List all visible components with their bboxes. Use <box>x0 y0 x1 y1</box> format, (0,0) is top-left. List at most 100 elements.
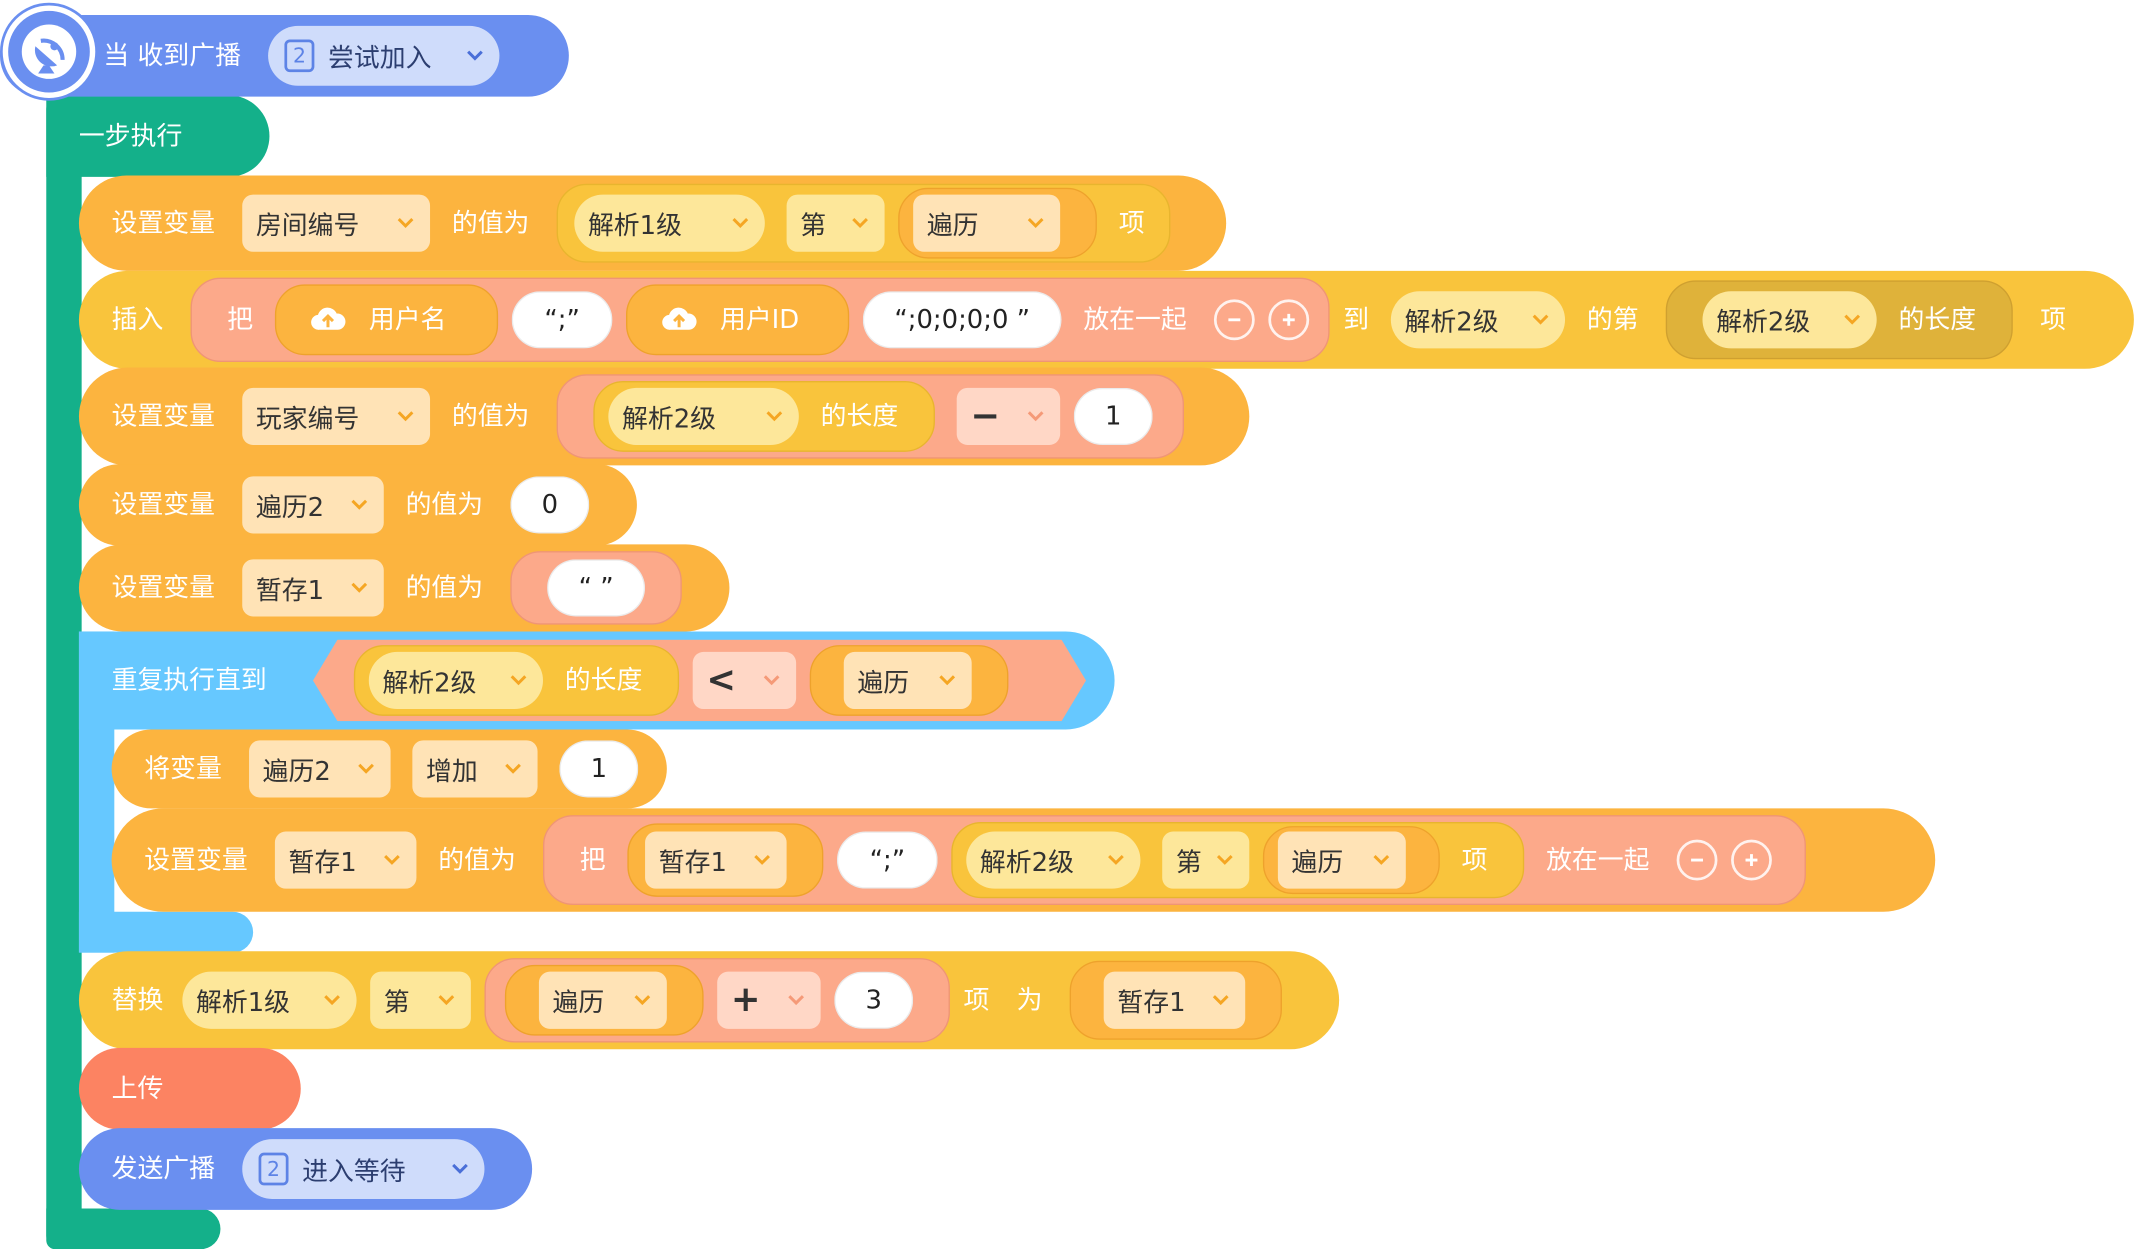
index-variable-select[interactable]: 遍历 <box>1277 831 1406 889</box>
chevron-down-icon <box>397 411 414 422</box>
variable-reporter[interactable]: 遍历 <box>504 964 704 1036</box>
number-input[interactable]: 3 <box>834 971 914 1029</box>
step-block-spine[interactable] <box>46 95 82 1247</box>
length-list-select[interactable]: 解析2级 <box>1702 291 1877 349</box>
plus-circle-icon[interactable] <box>1731 839 1772 881</box>
variable-reporter[interactable]: 遍历 <box>809 645 1009 716</box>
replace-list-select[interactable]: 解析1级 <box>182 971 357 1029</box>
insert-list-block[interactable]: 插入 把 用户名 “;” 用户ID “;0;0;0;0 ” 放在一起 到 解析2… <box>78 270 2134 369</box>
nth-select[interactable]: 第 <box>370 971 471 1029</box>
room-variable-select[interactable]: 房间编号 <box>242 194 431 252</box>
broadcast-select[interactable]: 2 进入等待 <box>242 1139 485 1199</box>
compare-operator-value: < <box>706 660 736 701</box>
length-list-select[interactable]: 解析2级 <box>608 387 799 446</box>
player-variable-select[interactable]: 玩家编号 <box>242 387 431 446</box>
cloud-variable-username-label: 用户名 <box>368 304 447 335</box>
repeat-label: 重复执行直到 <box>111 664 267 695</box>
upload-label: 上传 <box>111 1073 164 1104</box>
change-variable-label: 将变量 <box>144 753 222 784</box>
step-block[interactable]: 一步执行 <box>46 95 270 177</box>
target-list-select[interactable]: 解析2级 <box>1390 291 1566 349</box>
chevron-down-icon <box>1373 854 1390 865</box>
hat-label: 当 收到广播 <box>103 40 241 71</box>
broadcast-select[interactable]: 2 尝试加入 <box>268 25 500 86</box>
variable-reporter[interactable]: 暂存1 <box>1069 960 1283 1040</box>
change-variable-block[interactable]: 将变量 遍历2 增加 1 <box>111 729 667 809</box>
compare-reporter[interactable]: 解析2级 的长度 < 遍历 <box>313 639 1086 722</box>
join-reporter[interactable]: 把 暂存1 “;” 解析2级 第 遍历 <box>543 815 1807 905</box>
add-reporter[interactable]: 遍历 + 3 <box>484 958 950 1043</box>
separator-string-input[interactable]: “;” <box>837 831 938 889</box>
index-reporter[interactable]: 遍历 <box>1262 826 1440 895</box>
step-block-footer[interactable] <box>46 1208 221 1249</box>
replace-label: 替换 <box>111 984 164 1015</box>
replace-list-item-block[interactable]: 替换 解析1级 第 遍历 + 3 项 为 暂存1 <box>78 951 1340 1050</box>
set-room-variable-block[interactable]: 设置变量 房间编号 的值为 解析1级 第 遍历 项 <box>78 175 1227 271</box>
satellite-dish-icon <box>2 5 96 98</box>
join-reporter[interactable]: 把 用户名 “;” 用户ID “;0;0;0;0 ” 放在一起 <box>190 277 1330 362</box>
change-variable-select[interactable]: 遍历2 <box>249 740 391 798</box>
repeat-until-block[interactable]: 重复执行直到 解析2级 的长度 < 遍历 <box>78 631 1115 730</box>
operator-select[interactable]: − <box>956 387 1061 446</box>
as-label: 为 <box>1016 984 1043 1015</box>
cloud-upload-icon <box>311 307 346 330</box>
item-label: 项 <box>1461 844 1488 875</box>
variable-reporter[interactable]: 暂存1 <box>627 823 824 897</box>
upload-block[interactable]: 上传 <box>78 1047 301 1130</box>
set-variable-label: 设置变量 <box>111 489 216 520</box>
padding-string-input[interactable]: “;0;0;0;0 ” <box>862 291 1062 349</box>
minus-circle-icon[interactable] <box>1676 839 1718 881</box>
iter-variable-select[interactable]: 遍历 <box>538 971 667 1029</box>
string-reporter[interactable]: “ ” <box>510 551 682 625</box>
item-label: 项 <box>2040 304 2066 335</box>
separator-string-input[interactable]: “;” <box>511 291 613 349</box>
nth-select[interactable]: 第 <box>786 194 885 252</box>
chevron-down-icon <box>452 1163 468 1174</box>
minus-circle-icon[interactable] <box>1213 299 1255 341</box>
set-variable-label: 设置变量 <box>111 400 216 431</box>
chevron-down-icon <box>351 499 368 510</box>
iter2-variable-select[interactable]: 遍历2 <box>242 476 384 534</box>
list-select[interactable]: 解析1级 <box>574 194 765 252</box>
number-input[interactable]: 0 <box>510 476 590 534</box>
broadcast-hat-block[interactable]: 当 收到广播 2 尝试加入 <box>0 14 569 97</box>
chevron-down-icon <box>1844 314 1861 325</box>
list-item-reporter[interactable]: 解析2级 第 遍历 项 <box>951 821 1525 899</box>
set-temp-join-block[interactable]: 设置变量 暂存1 的值为 把 暂存1 “;” 解析2级 第 <box>111 808 1936 912</box>
length-list-select[interactable]: 解析2级 <box>368 651 543 710</box>
index-value: 遍历 <box>1291 847 1344 878</box>
length-list-value: 解析2级 <box>1716 306 1811 337</box>
list-length-reporter[interactable]: 解析2级 的长度 <box>1665 280 2013 360</box>
send-broadcast-block[interactable]: 发送广播 2 进入等待 <box>78 1128 533 1210</box>
empty-string-input[interactable]: “ ” <box>547 559 646 617</box>
broadcast-value: 尝试加入 <box>328 42 432 73</box>
with-variable-select[interactable]: 暂存1 <box>1103 971 1246 1029</box>
length-of-label: 的长度 <box>564 664 643 695</box>
nth-select[interactable]: 第 <box>1162 831 1250 889</box>
set-iter2-variable-block[interactable]: 设置变量 遍历2 的值为 0 <box>78 464 637 546</box>
list-item-reporter[interactable]: 解析1级 第 遍历 项 <box>556 183 1171 263</box>
temp-variable-select[interactable]: 暂存1 <box>274 831 417 889</box>
chevron-down-icon <box>505 763 521 774</box>
list-select[interactable]: 解析2级 <box>966 831 1141 889</box>
cloud-variable-userid[interactable]: 用户ID <box>626 284 850 356</box>
iter-variable-select[interactable]: 遍历 <box>843 651 972 710</box>
join-variable-select[interactable]: 暂存1 <box>645 831 787 889</box>
index-reporter[interactable]: 遍历 <box>898 187 1097 259</box>
list-length-reporter[interactable]: 解析2级 的长度 <box>593 381 936 452</box>
operator-select[interactable]: + <box>717 971 821 1029</box>
index-variable-select[interactable]: 遍历 <box>913 194 1061 252</box>
list-length-reporter[interactable]: 解析2级 的长度 <box>353 645 680 716</box>
number-input[interactable]: 1 <box>1073 387 1153 446</box>
set-player-variable-block[interactable]: 设置变量 玩家编号 的值为 解析2级 的长度 − 1 <box>78 367 1250 466</box>
temp-variable-select[interactable]: 暂存1 <box>242 559 384 617</box>
nth-value: 第 <box>383 987 410 1018</box>
compare-operator-select[interactable]: < <box>692 651 797 710</box>
cloud-variable-username[interactable]: 用户名 <box>274 284 499 356</box>
subtract-reporter[interactable]: 解析2级 的长度 − 1 <box>556 374 1185 459</box>
number-input[interactable]: 1 <box>559 740 639 798</box>
set-temp-variable-block[interactable]: 设置变量 暂存1 的值为 “ ” <box>78 544 730 632</box>
change-mode-select[interactable]: 增加 <box>412 740 538 798</box>
repeat-block-footer[interactable] <box>78 911 254 953</box>
plus-circle-icon[interactable] <box>1268 299 1310 341</box>
